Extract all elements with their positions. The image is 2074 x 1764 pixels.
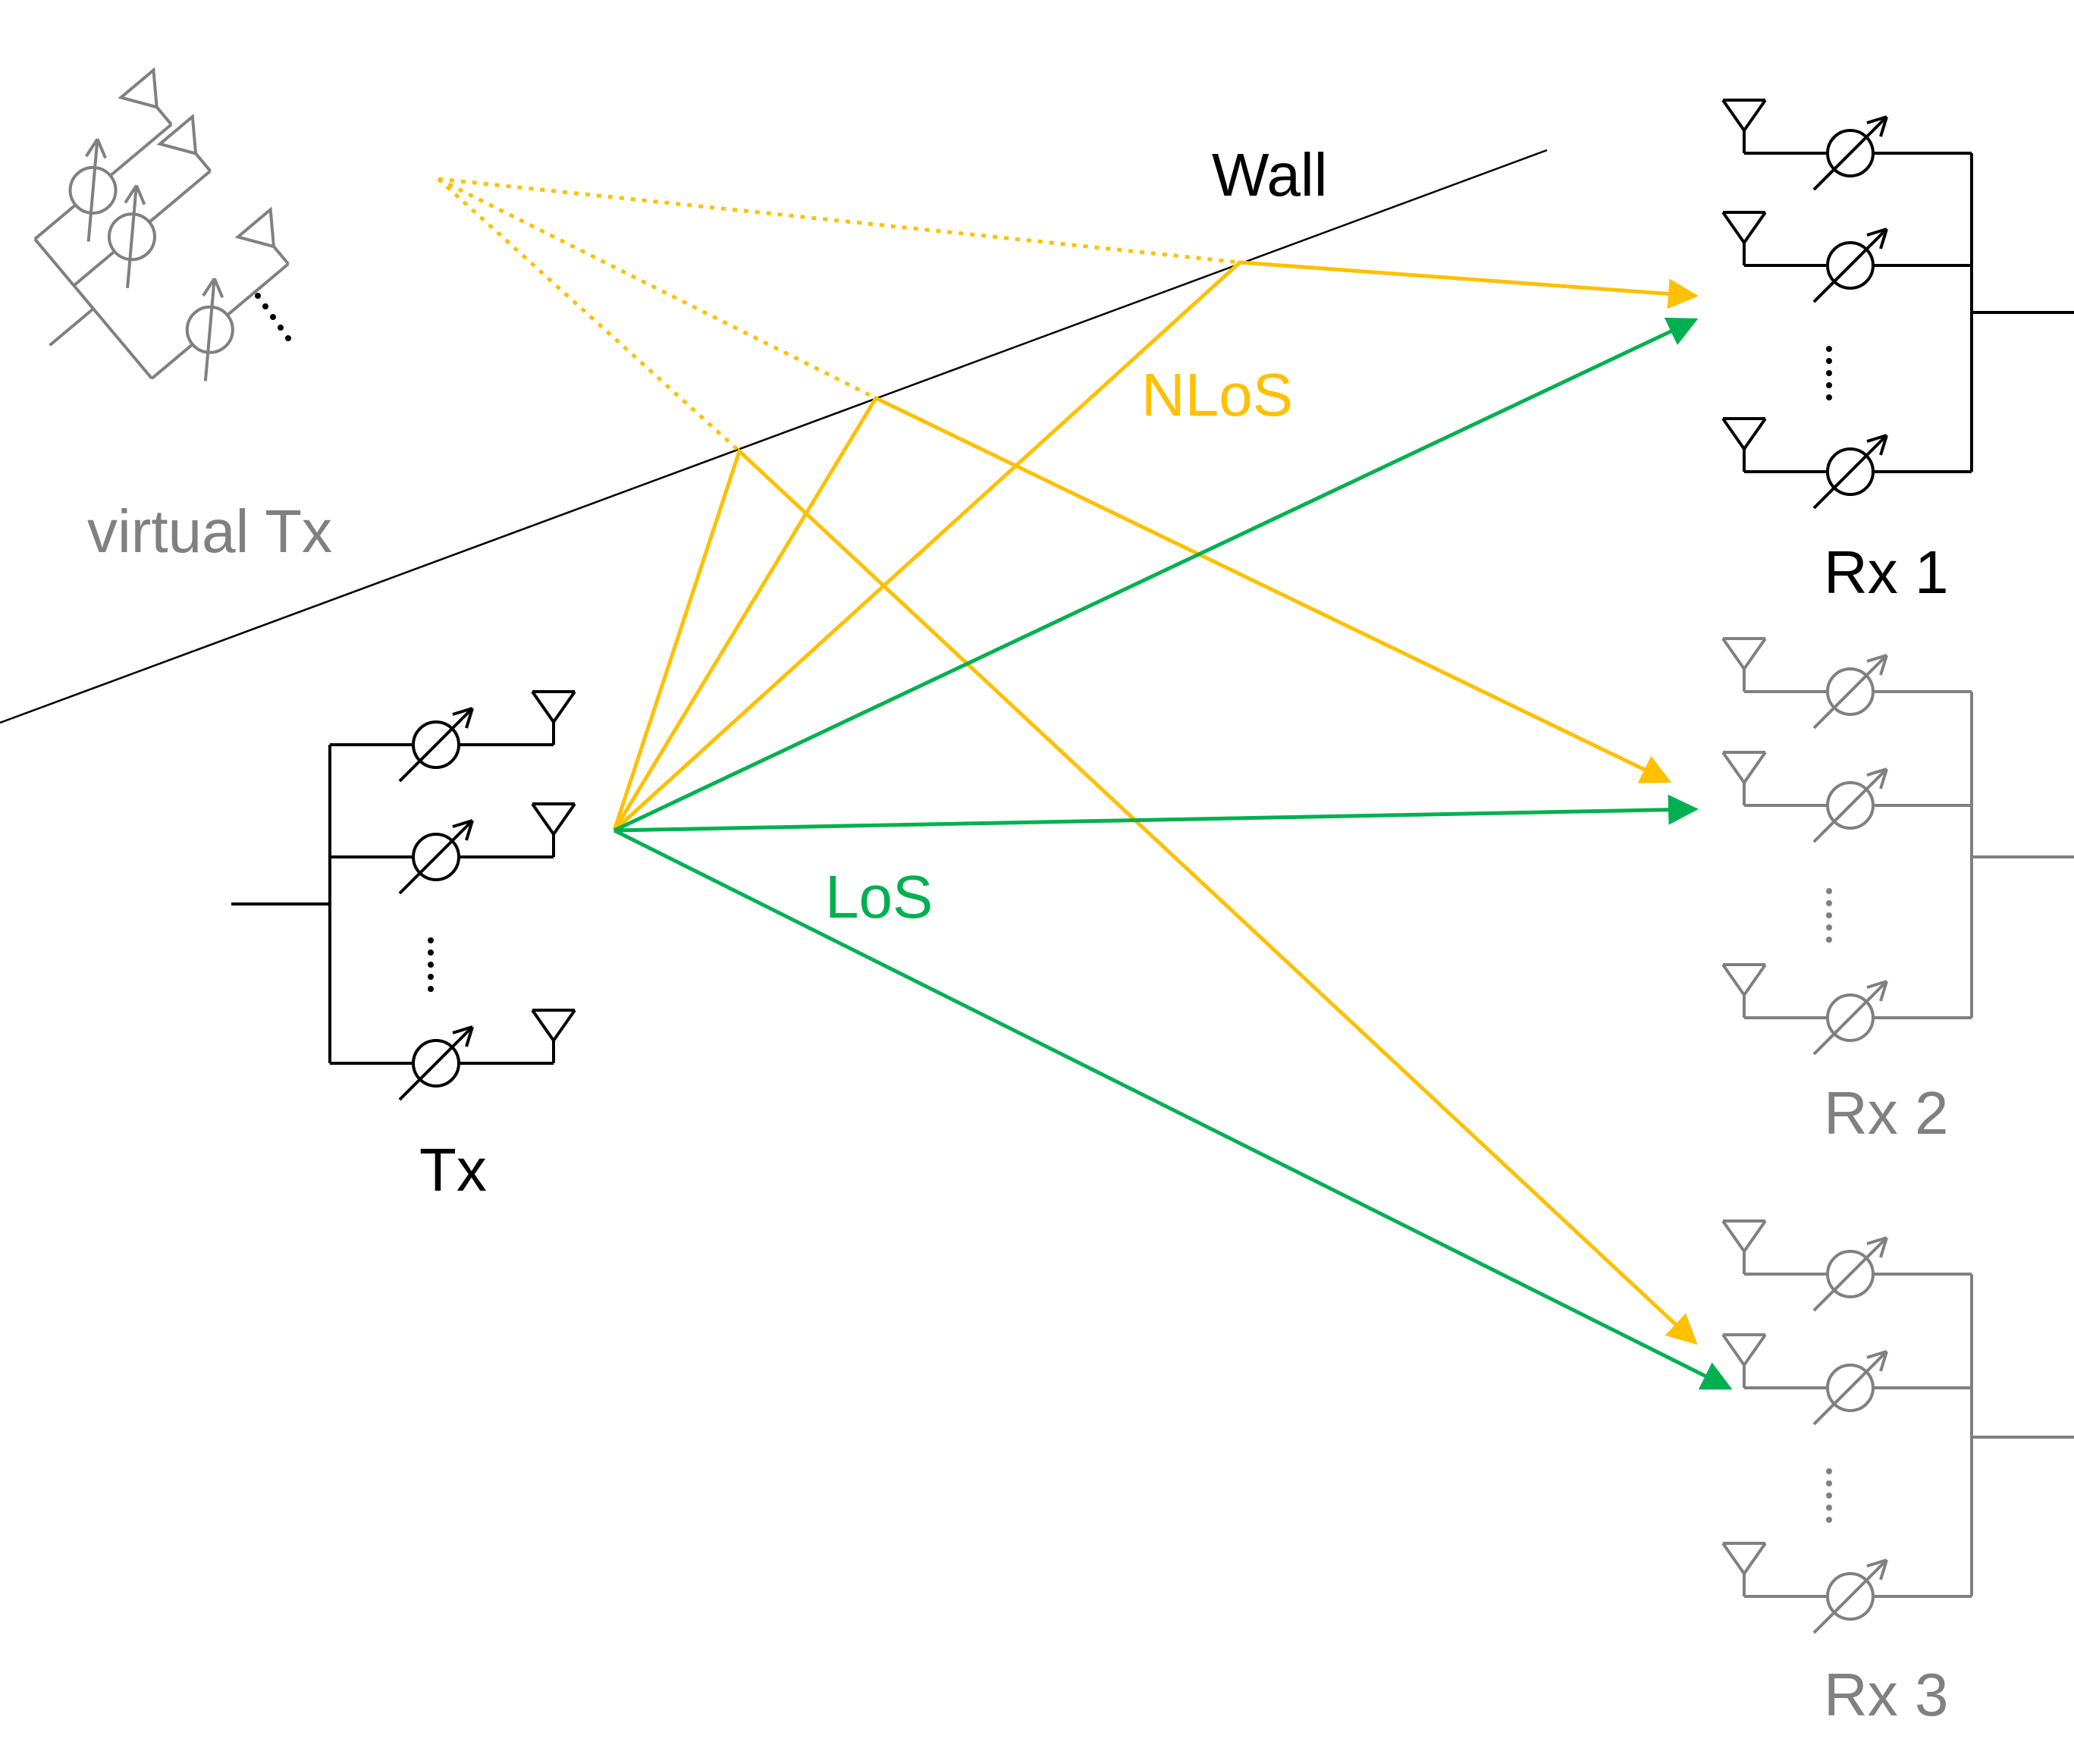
rx1-ellipsis: [1826, 346, 1832, 400]
phase-shifter-icon: [107, 184, 156, 289]
antenna-icon: [156, 113, 198, 156]
tx-branch: [330, 1010, 575, 1100]
virtual-tx-ellipsis: [255, 293, 291, 341]
rx-branch: [1723, 752, 1972, 842]
rx1-array: [1723, 100, 2074, 508]
rx2-array: [1723, 639, 2074, 1054]
virtual-paths: [437, 177, 1241, 453]
rx-branch: [1723, 965, 1972, 1054]
nlos-label: NLoS: [1141, 361, 1293, 428]
rx3-label: Rx 3: [1824, 1661, 1949, 1728]
rx-branch: [1723, 1335, 1972, 1424]
rx2-ellipsis: [1826, 888, 1832, 943]
antenna-icon: [234, 206, 276, 249]
rx-branch: [1723, 212, 1972, 302]
rx2-label: Rx 2: [1824, 1079, 1949, 1147]
los-paths: [613, 317, 1733, 1390]
los-label: LoS: [825, 863, 933, 931]
rx1-label: Rx 1: [1824, 538, 1949, 606]
nlos-paths: [612, 260, 1699, 1345]
antenna-icon: [118, 67, 158, 109]
tx-branch: [330, 804, 575, 893]
rx-branch: [1723, 419, 1972, 508]
rx3-array: [1723, 1221, 2074, 1633]
tx-array: [231, 692, 575, 1100]
wall-label: Wall: [1212, 141, 1328, 209]
tx-ellipsis: [428, 937, 434, 992]
rx-branch: [1723, 100, 1972, 190]
phase-shifter-icon: [185, 278, 234, 381]
rx3-ellipsis: [1826, 1468, 1832, 1523]
tx-branch: [330, 692, 575, 781]
wall-line: [0, 149, 1548, 724]
virtual-tx-label: virtual Tx: [87, 497, 332, 565]
tx-label: Tx: [419, 1136, 487, 1204]
rx-branch: [1723, 1221, 1972, 1310]
virtual-tx-array: [33, 67, 290, 381]
rx-branch: [1723, 639, 1972, 728]
rx-branch: [1723, 1543, 1972, 1633]
